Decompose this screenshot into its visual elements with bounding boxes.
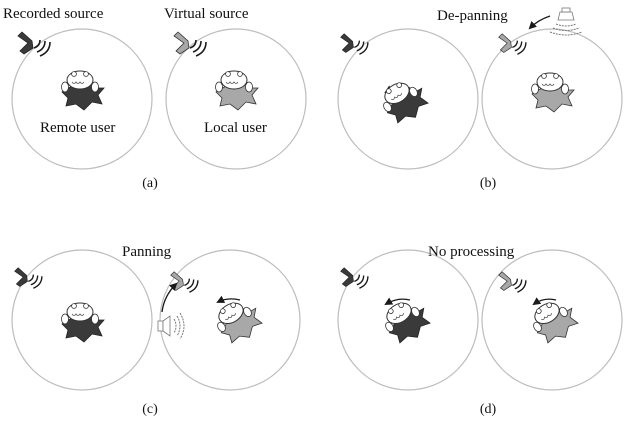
caption-d: (d) [480,402,497,417]
local-user-head-icon [531,72,575,113]
ghost-speaker-icon [549,7,583,36]
label-recorded-source: Recorded source [3,6,104,22]
panel-c: Panning (c) [11,244,301,417]
label-remote-user: Remote user [40,120,115,136]
local-user-circle [481,249,623,391]
remote-user-head-icon [61,302,105,343]
ghost-speaker-icon [157,312,185,340]
recorded-speaker-icon [340,267,369,289]
rotation-arrow-icon [216,295,241,303]
local-user-head-icon [525,293,584,350]
label-no-processing: No processing [428,244,515,260]
panel-d: No processing (d) [337,244,623,417]
panel-b: De-panning (b) [337,7,623,191]
recorded-speaker-icon [14,267,43,289]
remote-user-head-icon [377,293,436,350]
remote-user-head-icon [61,70,105,111]
virtual-speaker-icon [173,31,207,57]
panel-a: Recorded source Virtual source Remote us… [3,6,307,191]
panning-arrow-icon [161,282,178,313]
remote-user-circle [337,249,479,391]
virtual-speaker-icon [498,33,527,55]
local-user-head-icon [215,70,259,111]
recorded-speaker-icon [340,33,369,55]
rotation-arrow-icon [532,297,557,306]
caption-a: (a) [142,176,158,191]
local-user-circle [165,28,307,170]
label-de-panning: De-panning [437,8,508,24]
remote-user-head-icon [375,73,434,130]
label-virtual-source: Virtual source [164,6,249,22]
virtual-speaker-icon [170,271,199,293]
rotation-arrow-icon [384,297,411,306]
remote-user-circle [11,28,153,170]
depanning-arrow-icon [528,15,551,30]
label-local-user: Local user [204,120,267,136]
local-user-circle [159,249,301,391]
caption-c: (c) [142,402,158,417]
caption-b: (b) [480,176,497,191]
remote-user-circle [337,28,479,170]
remote-user-circle [11,249,153,391]
virtual-speaker-icon [498,271,527,293]
recorded-speaker-icon [17,31,51,57]
local-user-circle [481,28,623,170]
label-panning: Panning [122,244,172,260]
